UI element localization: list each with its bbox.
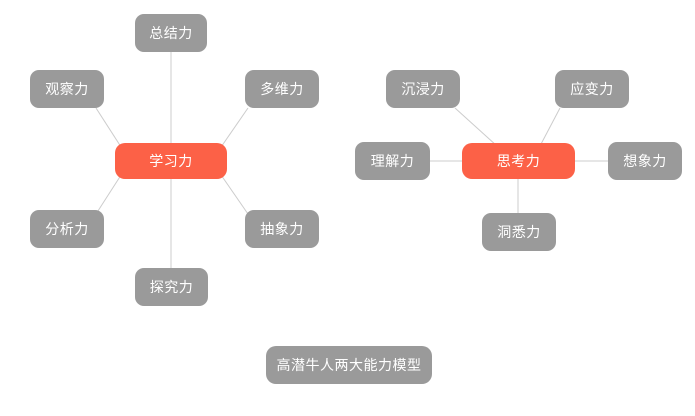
center-node-思考力[interactable]: 思考力 <box>462 143 575 179</box>
branch-node-总结力[interactable]: 总结力 <box>135 14 207 52</box>
connector-line <box>95 171 124 215</box>
node-label: 应变力 <box>570 81 614 97</box>
node-label: 多维力 <box>260 81 304 97</box>
connector-line <box>218 171 249 215</box>
branch-node-沉浸力[interactable]: 沉浸力 <box>386 70 460 108</box>
branch-node-观察力[interactable]: 观察力 <box>30 70 104 108</box>
connector-line <box>454 107 498 147</box>
node-label: 观察力 <box>45 81 89 97</box>
branch-node-抽象力[interactable]: 抽象力 <box>245 210 319 248</box>
node-label: 总结力 <box>149 25 193 41</box>
diagram-caption: 高潜牛人两大能力模型 <box>266 346 432 384</box>
branch-node-分析力[interactable]: 分析力 <box>30 210 104 248</box>
branch-node-洞悉力[interactable]: 洞悉力 <box>482 213 556 251</box>
connector-line <box>539 107 561 147</box>
branch-node-探究力[interactable]: 探究力 <box>135 268 208 306</box>
node-label: 理解力 <box>370 153 415 169</box>
branch-node-多维力[interactable]: 多维力 <box>245 70 319 108</box>
node-label: 探究力 <box>149 279 194 295</box>
node-label: 抽象力 <box>260 221 304 237</box>
branch-node-应变力[interactable]: 应变力 <box>555 70 629 108</box>
node-label: 沉浸力 <box>401 81 445 97</box>
center-node-学习力[interactable]: 学习力 <box>115 143 227 179</box>
node-label: 想象力 <box>623 153 667 169</box>
connector-line <box>218 107 249 151</box>
branch-node-理解力[interactable]: 理解力 <box>355 142 430 180</box>
branch-node-想象力[interactable]: 想象力 <box>608 142 682 180</box>
node-label: 分析力 <box>45 221 89 237</box>
diagram-caption-label: 高潜牛人两大能力模型 <box>276 357 422 373</box>
node-label: 洞悉力 <box>497 224 541 240</box>
node-label: 学习力 <box>149 153 193 169</box>
node-label: 思考力 <box>496 153 541 169</box>
